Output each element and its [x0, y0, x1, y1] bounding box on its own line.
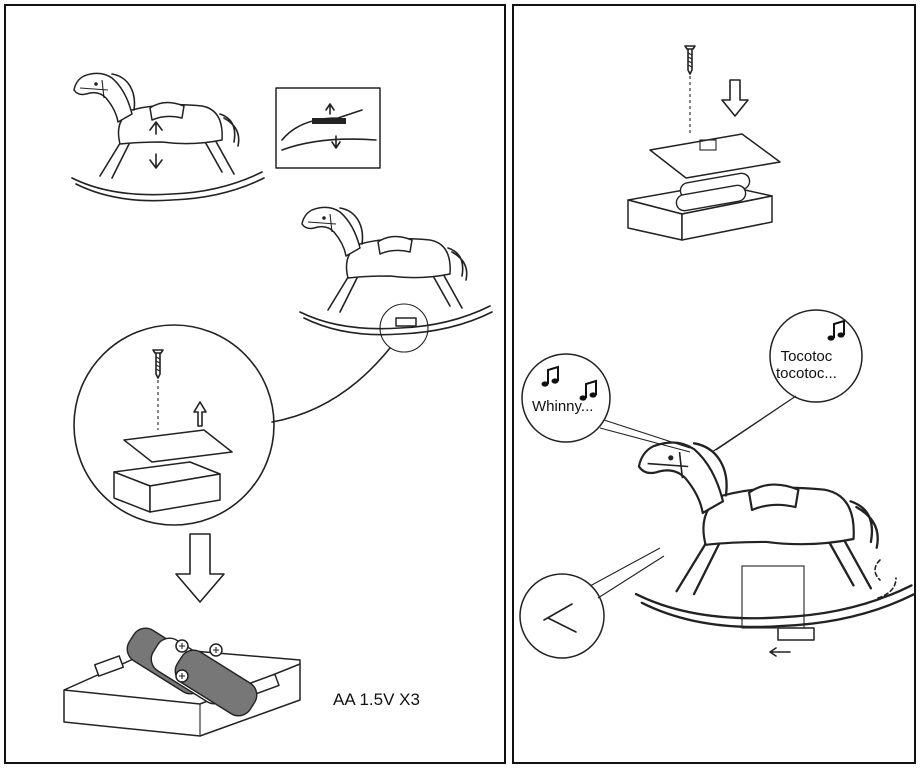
arrow-down-icon [722, 80, 748, 116]
tocotoc-line-1: Tocotoc [776, 348, 837, 365]
tocotoc-line-2: tocotoc... [776, 365, 837, 382]
screw-icon [153, 350, 163, 378]
arrow-up-icon [194, 402, 206, 426]
detail-inset [276, 88, 380, 168]
arrow-down-icon [150, 154, 162, 168]
whinny-sound-label: Whinny... [532, 398, 593, 415]
battery-spec-label: AA 1.5V X3 [333, 690, 420, 710]
rocking-horse-icon [72, 73, 264, 200]
tocotoc-sound-label: Tocotoc tocotoc... [776, 348, 837, 382]
screw-icon [685, 46, 695, 74]
rocking-horse-icon [636, 442, 914, 626]
zoom-circle-icon [520, 574, 604, 658]
arrow-down-icon [176, 534, 224, 602]
rocking-horse-icon [300, 207, 492, 334]
